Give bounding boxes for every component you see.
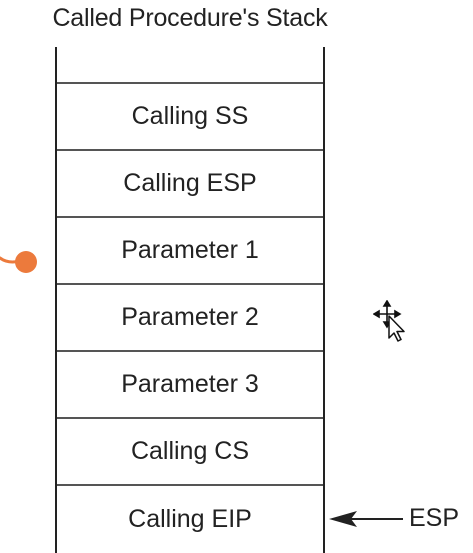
stack-top-empty-slot xyxy=(57,47,323,84)
stack-cell-calling-esp: Calling ESP xyxy=(57,151,323,218)
orange-dot-pointer-icon xyxy=(0,251,37,273)
stack-cell-parameter-1: Parameter 1 xyxy=(57,218,323,285)
esp-label: ESP xyxy=(409,504,460,532)
stack-cell-calling-ss: Calling SS xyxy=(57,84,323,151)
stack-frame: Calling SS Calling ESP Parameter 1 Param… xyxy=(55,47,325,553)
stack-cell-parameter-2: Parameter 2 xyxy=(57,285,323,352)
stack-cell-calling-eip: Calling EIP xyxy=(128,505,252,533)
move-cursor-icon xyxy=(373,300,405,342)
stack-cell-parameter-3: Parameter 3 xyxy=(57,352,323,419)
esp-pointer-arrow-icon xyxy=(329,511,403,527)
stack-cell-calling-cs: Calling CS xyxy=(57,419,323,486)
diagram-title: Called Procedure's Stack xyxy=(52,4,328,32)
